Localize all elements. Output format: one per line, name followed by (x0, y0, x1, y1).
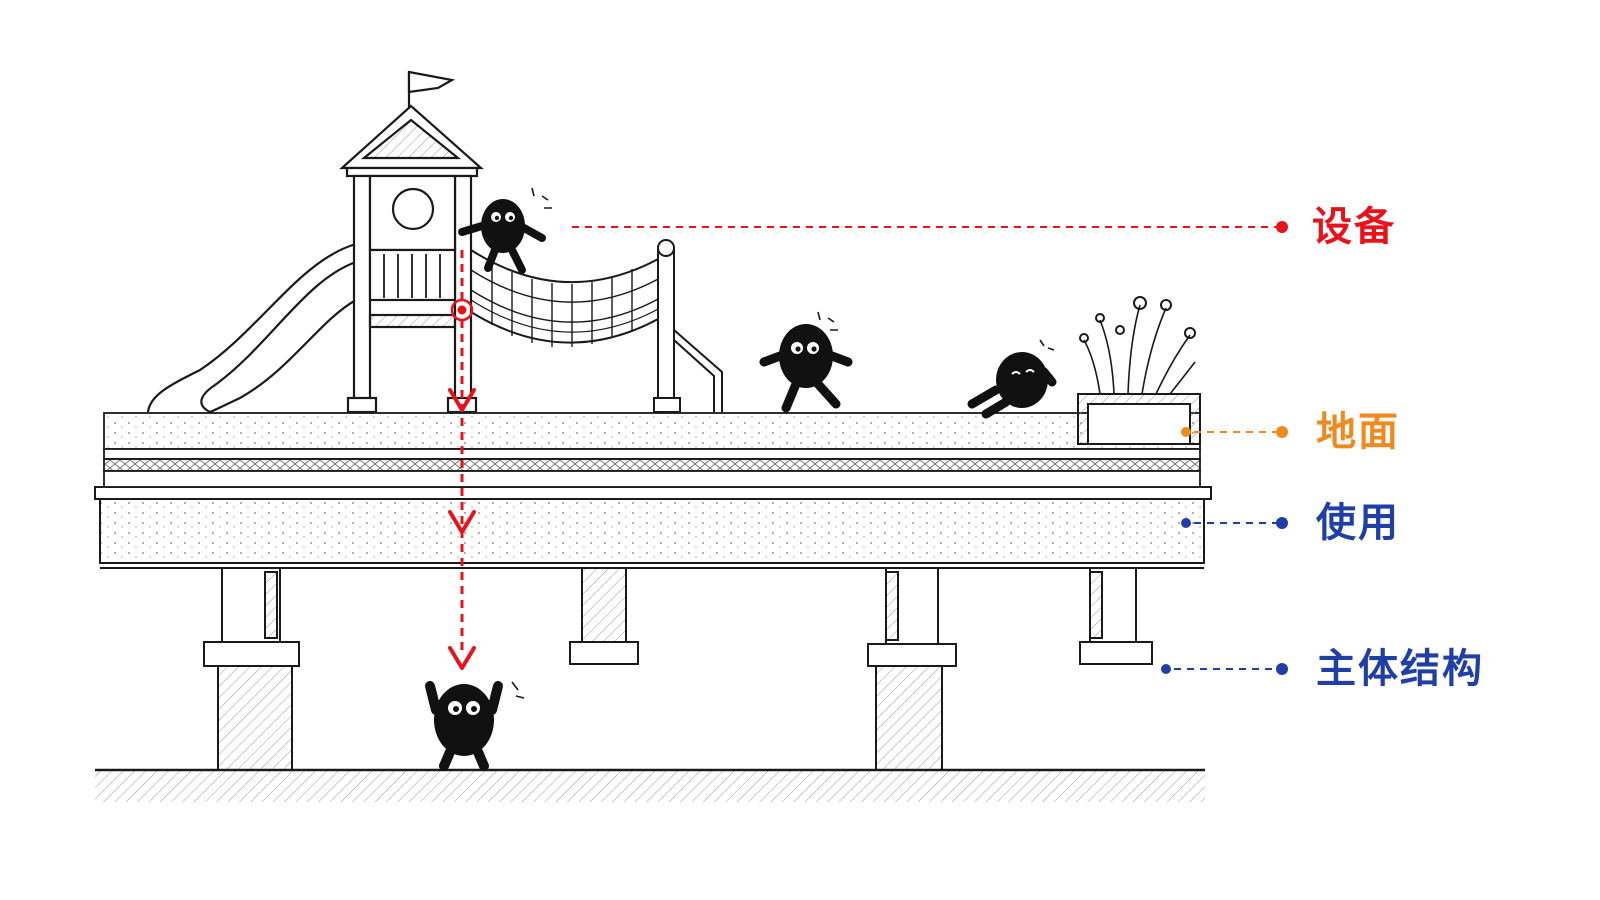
rope-bridge-icon (470, 239, 723, 413)
label-usage: 使用 (1316, 500, 1400, 546)
playground-tower-icon (339, 70, 484, 414)
ground-surface-layers (103, 412, 1201, 488)
label-ground: 地面 (1316, 409, 1400, 455)
label-main-structure: 主体结构 (1316, 646, 1484, 692)
main-slab (94, 486, 1212, 569)
planter-icon (1077, 296, 1201, 445)
ground-base (95, 768, 1205, 802)
leader-line-main-structure (1161, 663, 1288, 675)
downward-arrow-icon (448, 250, 476, 670)
blob-character-icon (425, 199, 1057, 771)
support-columns (203, 567, 1153, 771)
leader-line-ground (1181, 426, 1288, 438)
motion-lines (511, 187, 1055, 699)
leader-line-usage (1181, 517, 1288, 529)
leader-line-equipment (572, 221, 1288, 233)
slide-icon (146, 242, 357, 414)
label-equipment: 设备 (1312, 204, 1396, 250)
